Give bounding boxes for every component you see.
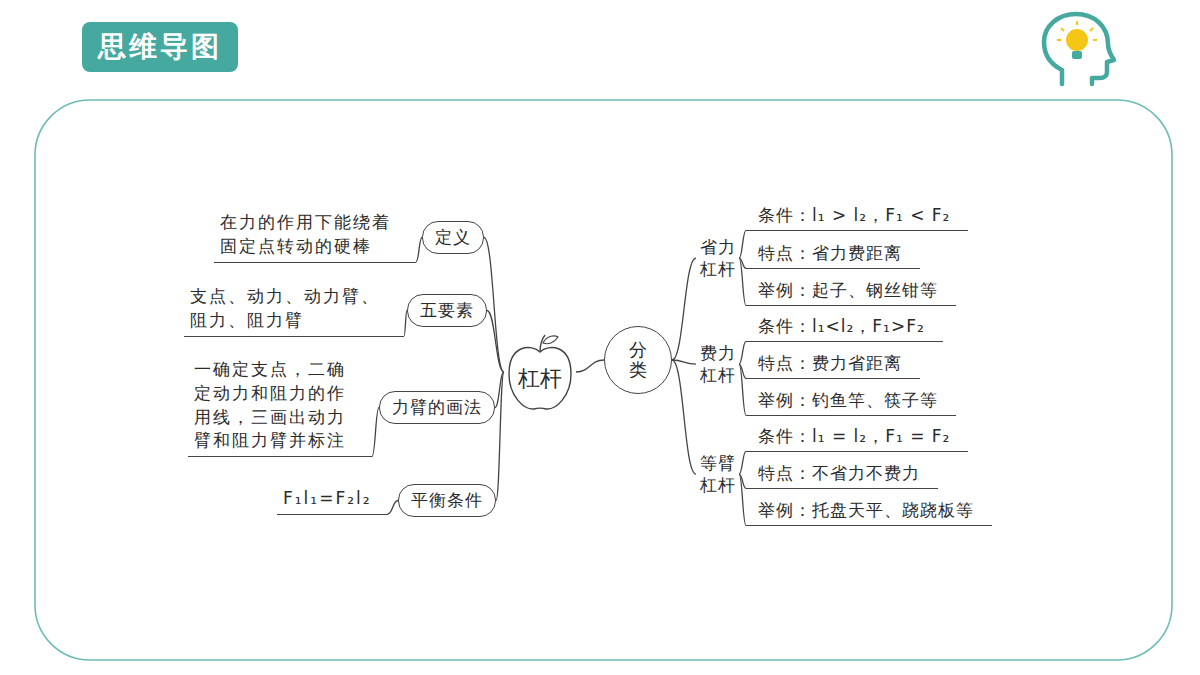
leaf-item: 举例：钓鱼竿、筷子等 — [746, 387, 956, 416]
branch-pill: 力臂的画法 — [379, 391, 495, 424]
branch-connector — [672, 258, 696, 360]
category-circle: 分类 — [604, 326, 672, 394]
node-text: 条件：l₁ > l₂，F₁ < F₂ — [758, 204, 950, 227]
node-text: 在力的作用下能绕着 固定点转动的硬棒 — [220, 211, 400, 259]
node-text: 分类 — [629, 340, 647, 380]
leaf-item: 条件：l₁<l₂，F₁>F₂ — [746, 313, 943, 342]
branch-connector — [487, 311, 504, 373]
branch-connector — [484, 238, 504, 373]
leaf-item: 条件：l₁ = l₂，F₁ = F₂ — [746, 423, 968, 452]
node-text: 特点：省力费距离 — [758, 242, 902, 265]
branch-pill: 定义 — [422, 221, 484, 254]
node-text: 定义 — [435, 226, 471, 249]
branch-note: 一确定支点，二确 定动力和阻力的作 用线，三画出动力 臂和阻力臂并标注 — [188, 356, 372, 457]
branch-connector — [576, 360, 604, 372]
branch-connector — [739, 341, 746, 364]
leaf-item: 条件：l₁ > l₂，F₁ < F₂ — [746, 202, 968, 231]
category-label: 费力 杠杆 — [696, 340, 739, 388]
branch-pill: 五要素 — [407, 294, 487, 327]
branch-connector — [496, 372, 504, 501]
node-text: 五要素 — [420, 299, 474, 322]
category-label: 等臂 杠杆 — [696, 450, 739, 498]
branch-connector — [739, 230, 746, 258]
branch-connector — [739, 364, 746, 415]
node-text: 条件：l₁<l₂，F₁>F₂ — [758, 315, 925, 338]
node-text: 力臂的画法 — [392, 396, 482, 419]
leaf-item: 举例：起子、钢丝钳等 — [746, 277, 956, 306]
branch-note: 支点、动力、动力臂、 阻力、阻力臂 — [184, 283, 404, 337]
center-apple-node: 杠杆 — [504, 332, 576, 412]
branch-connector — [672, 360, 696, 474]
branch-pill: 平衡条件 — [398, 484, 496, 517]
leaf-item: 特点：省力费距离 — [746, 240, 920, 269]
node-text: 费力 杠杆 — [698, 342, 737, 386]
node-text: 省力 杠杆 — [698, 236, 737, 280]
idea-head-icon — [1044, 14, 1114, 84]
node-text: 特点：费力省距离 — [758, 352, 902, 375]
branch-note: F₁l₁=F₂l₂ — [277, 485, 388, 515]
node-text: 等臂 杠杆 — [698, 452, 737, 496]
branch-connector — [739, 474, 746, 525]
category-label: 省力 杠杆 — [696, 234, 739, 282]
node-text: 杠杆 — [518, 350, 562, 394]
node-text: 支点、动力、动力臂、 阻力、阻力臂 — [190, 285, 388, 333]
node-text: 条件：l₁ = l₂，F₁ = F₂ — [758, 425, 950, 448]
branch-connector — [416, 238, 422, 262]
node-text: 平衡条件 — [411, 489, 483, 512]
leaf-item: 举例：托盘天平、跷跷板等 — [746, 497, 992, 526]
branch-connector — [739, 451, 746, 474]
branch-note: 在力的作用下能绕着 固定点转动的硬棒 — [214, 209, 416, 263]
leaf-item: 特点：费力省距离 — [746, 350, 920, 379]
node-text: 举例：起子、钢丝钳等 — [758, 279, 938, 302]
node-text: 特点：不省力不费力 — [758, 462, 920, 485]
node-text: 举例：托盘天平、跷跷板等 — [758, 499, 974, 522]
branch-connector — [739, 258, 746, 305]
node-text: 一确定支点，二确 定动力和阻力的作 用线，三画出动力 臂和阻力臂并标注 — [194, 358, 356, 453]
leaf-item: 特点：不省力不费力 — [746, 460, 938, 489]
content-panel — [35, 100, 1172, 660]
branch-connector — [388, 501, 398, 515]
title-text: 思维导图 — [98, 28, 222, 66]
branch-connector — [372, 408, 379, 457]
title-badge: 思维导图 — [82, 22, 238, 72]
node-text: 举例：钓鱼竿、筷子等 — [758, 389, 938, 412]
node-text: F₁l₁=F₂l₂ — [283, 487, 372, 511]
